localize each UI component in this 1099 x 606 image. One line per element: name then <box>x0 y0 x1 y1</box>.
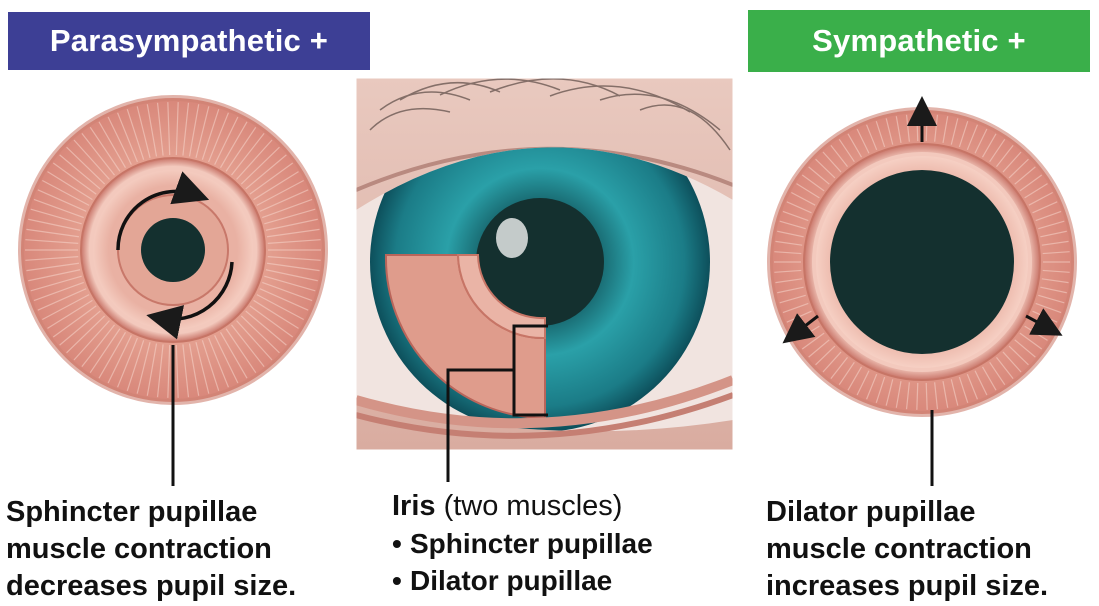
dilated-iris-right <box>770 108 1074 486</box>
caption-right-line-3: increases pupil size. <box>766 568 1099 605</box>
bullet-dilator: Dilator pupillae <box>392 562 742 599</box>
bullet-sphincter: Sphincter pupillae <box>392 525 742 562</box>
caption-sphincter: Sphincter pupillae muscle contraction de… <box>6 494 366 605</box>
caption-left-line-1: Sphincter pupillae <box>6 494 366 531</box>
constricted-iris-left <box>21 98 325 486</box>
iris-muscle-list: Sphincter pupillae Dilator pupillae <box>392 525 742 599</box>
pupil-large <box>830 170 1014 354</box>
caption-right-line-1: Dilator pupillae <box>766 494 1099 531</box>
pupil-small <box>141 218 205 282</box>
caption-iris: Iris (two muscles) Sphincter pupillae Di… <box>392 488 742 599</box>
eye-photo <box>356 78 733 450</box>
iris-title: Iris (two muscles) <box>392 488 742 525</box>
iris-title-bold: Iris <box>392 490 436 522</box>
caption-left-line-2: muscle contraction <box>6 531 366 568</box>
iris-title-rest: (two muscles) <box>436 490 623 522</box>
caption-right-line-2: muscle contraction <box>766 531 1099 568</box>
caption-dilator: Dilator pupillae muscle contraction incr… <box>766 494 1099 605</box>
caption-left-line-3: decreases pupil size. <box>6 568 366 605</box>
